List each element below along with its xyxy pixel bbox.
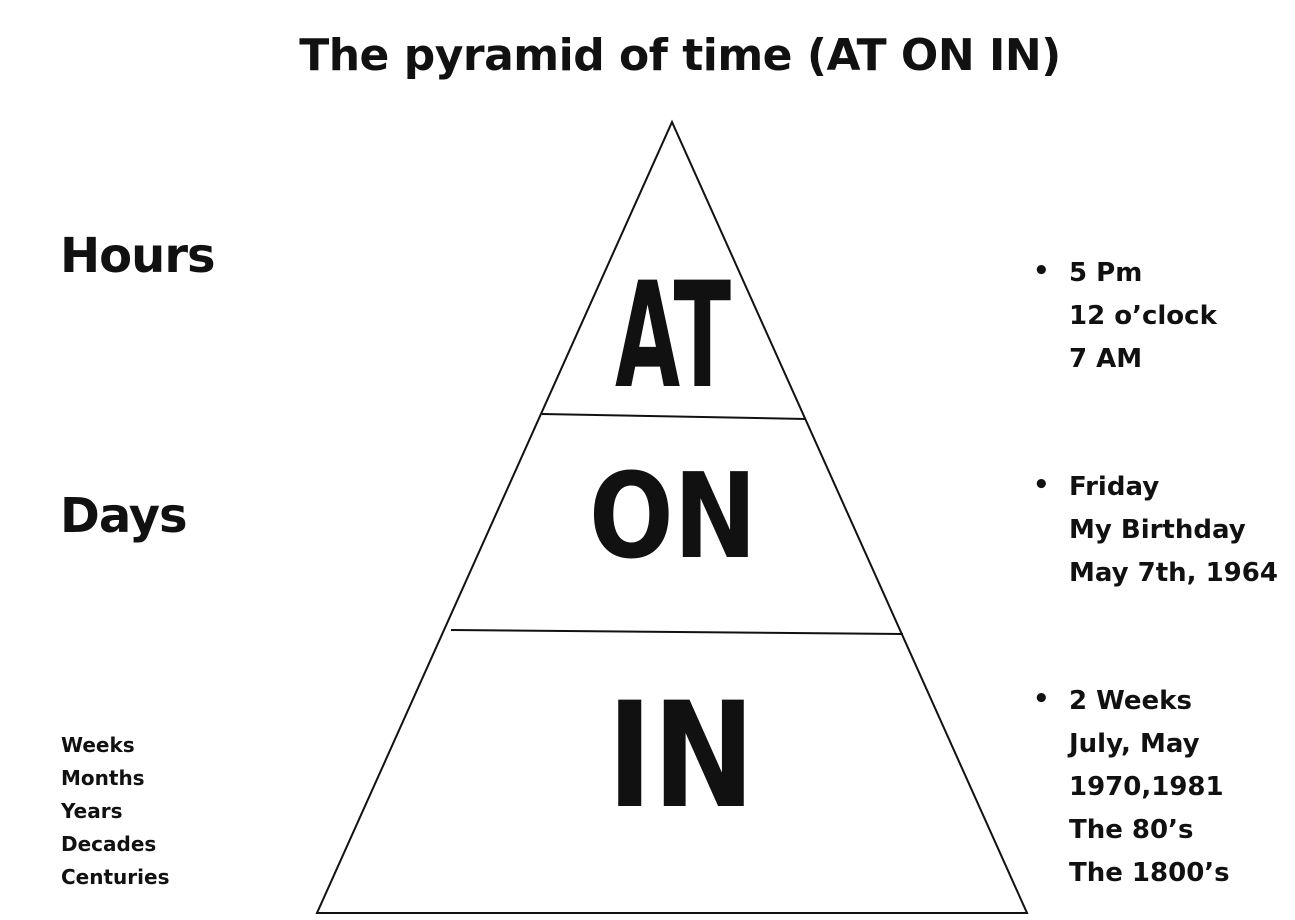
bullet-icon: • xyxy=(1033,684,1050,714)
list-item: May 7th, 1964 xyxy=(1069,558,1278,588)
tier-label-in: IN xyxy=(607,671,755,841)
list-item: 7 AM xyxy=(1069,344,1143,374)
tier-label-at: AT xyxy=(615,251,731,421)
list-item: 5 Pm xyxy=(1069,258,1143,288)
list-item: Decades xyxy=(61,832,157,856)
list-item: July, May xyxy=(1069,729,1200,759)
list-item: Months xyxy=(61,766,145,790)
category-label-hours: Hours xyxy=(60,228,216,284)
list-item: Weeks xyxy=(61,733,135,757)
bullet-icon: • xyxy=(1033,256,1050,286)
category-label-days: Days xyxy=(60,488,188,544)
list-item: The 80’s xyxy=(1069,815,1194,845)
list-item: Friday xyxy=(1069,472,1160,502)
list-item: 12 o’clock xyxy=(1069,301,1217,331)
list-item: 1970,1981 xyxy=(1069,772,1224,802)
pyramid-outline xyxy=(315,119,1029,914)
tier-divider-top xyxy=(541,413,807,420)
bullet-icon: • xyxy=(1033,470,1050,500)
diagram-title: The pyramid of time (AT ON IN) xyxy=(299,30,1061,81)
list-item: My Birthday xyxy=(1069,515,1246,545)
tier-label-on: ON xyxy=(589,447,757,585)
list-item: Years xyxy=(61,799,123,823)
examples-list-in: • 2 Weeks July, May 1970,1981 The 80’s T… xyxy=(1033,680,1230,895)
list-item: The 1800’s xyxy=(1069,858,1230,888)
category-list-in: Weeks Months Years Decades Centuries xyxy=(61,729,169,894)
tier-divider-bottom xyxy=(450,629,904,635)
list-item: Centuries xyxy=(61,865,170,889)
list-item: 2 Weeks xyxy=(1069,686,1192,716)
examples-list-on: • Friday My Birthday May 7th, 1964 xyxy=(1033,466,1278,595)
examples-list-at: • 5 Pm 12 o’clock 7 AM xyxy=(1033,252,1217,381)
